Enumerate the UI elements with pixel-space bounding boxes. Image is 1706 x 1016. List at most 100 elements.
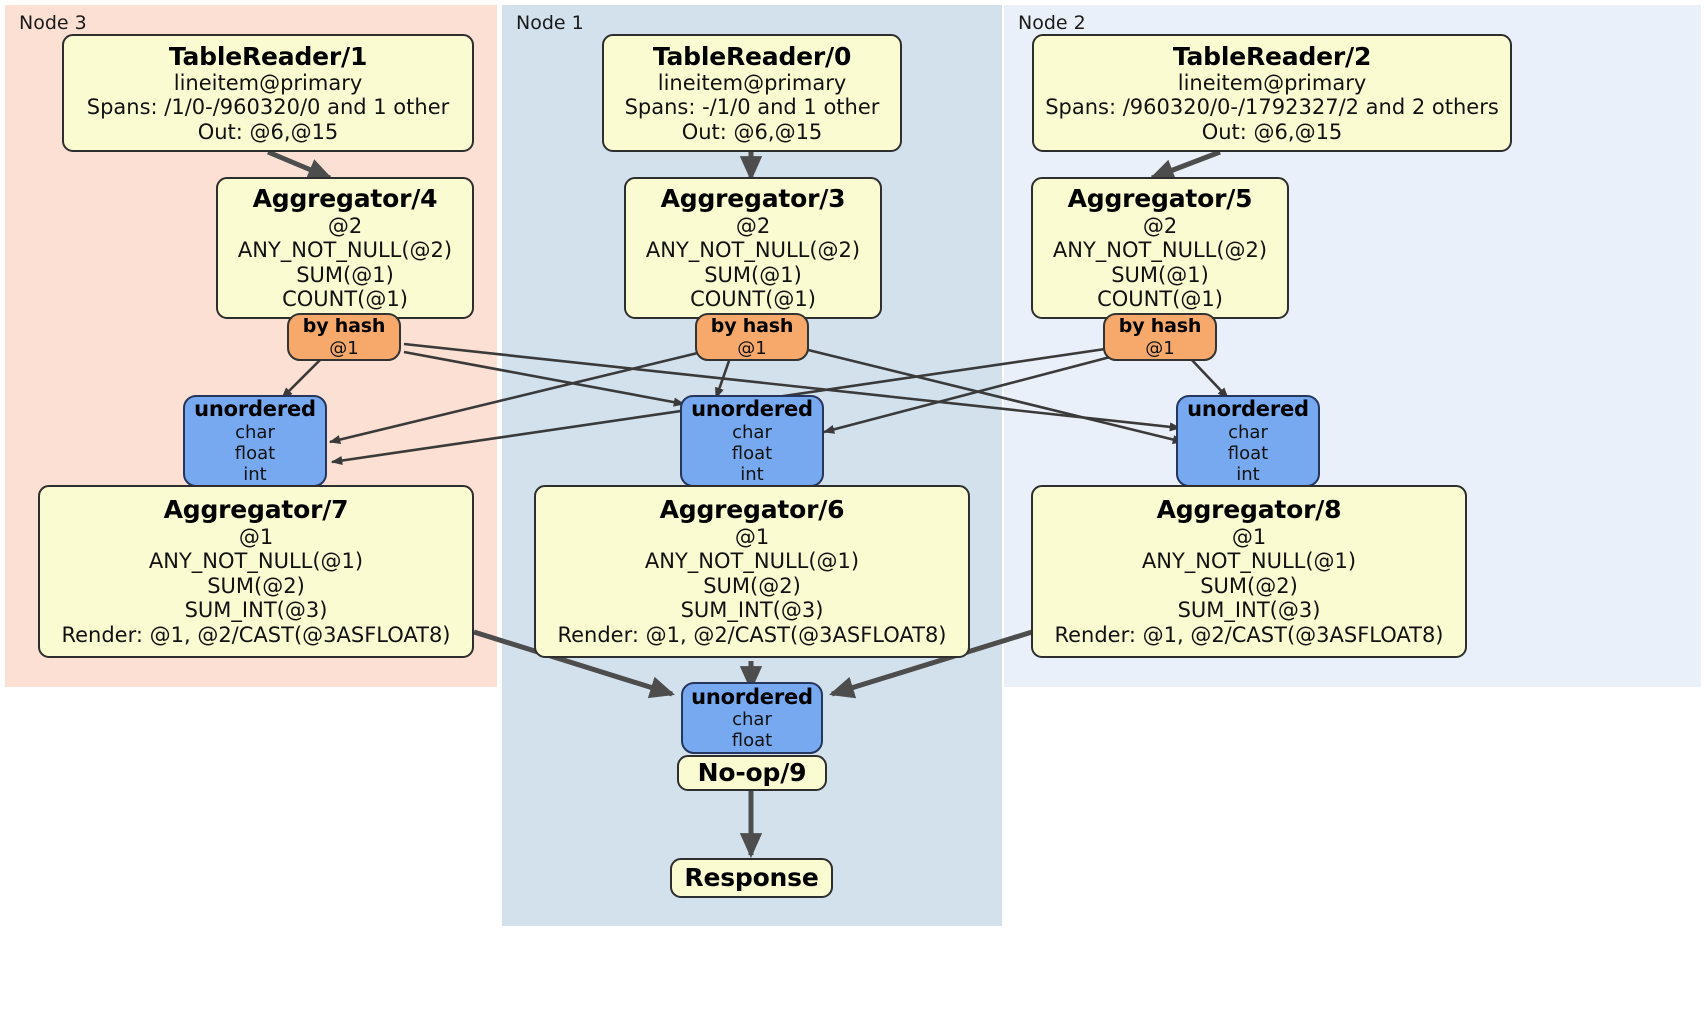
sync-detail-line: float bbox=[1227, 442, 1269, 464]
sync-unordered-right[interactable]: unordered char float int bbox=[1176, 395, 1320, 487]
edge-hashmiddle-to-syncmiddle bbox=[714, 357, 732, 400]
edge-agg8-to-syncfinal bbox=[829, 629, 1033, 699]
edge-tr1-to-agg4 bbox=[267, 149, 333, 181]
edge-hashleft-to-syncmiddle bbox=[403, 350, 686, 407]
sync-detail-line: int bbox=[1236, 463, 1260, 485]
processor-detail-line: lineitem@primary bbox=[1177, 70, 1367, 95]
processor-detail-line: lineitem@primary bbox=[173, 70, 363, 95]
processor-title: Aggregator/5 bbox=[1067, 184, 1253, 214]
processor-title: Aggregator/6 bbox=[659, 495, 845, 525]
sync-detail-line: char bbox=[732, 421, 772, 443]
processor-title: Aggregator/3 bbox=[660, 184, 846, 214]
processor-detail-line: SUM(@2) bbox=[703, 573, 801, 598]
processor-table-reader-0[interactable]: TableReader/0 lineitem@primary Spans: -/… bbox=[602, 34, 902, 152]
processor-detail-line: Spans: -/1/0 and 1 other bbox=[624, 95, 880, 120]
processor-response[interactable]: Response bbox=[670, 858, 833, 898]
processor-detail-line: SUM(@2) bbox=[1200, 573, 1298, 598]
router-detail-line: @1 bbox=[737, 337, 767, 359]
processor-aggregator-8[interactable]: Aggregator/8 @1 ANY_NOT_NULL(@1) SUM(@2)… bbox=[1031, 485, 1467, 658]
router-hash-middle[interactable]: by hash @1 bbox=[695, 313, 809, 361]
processor-table-reader-2[interactable]: TableReader/2 lineitem@primary Spans: /9… bbox=[1032, 34, 1512, 152]
node-panel-label-node2: Node 2 bbox=[1018, 12, 1086, 34]
processor-detail-line: ANY_NOT_NULL(@1) bbox=[644, 549, 860, 574]
processor-noop-9[interactable]: No-op/9 bbox=[677, 755, 827, 791]
processor-render-line: Render: @1, @2/CAST(@3ASFLOAT8) bbox=[557, 622, 947, 647]
sync-detail-line: char bbox=[1228, 421, 1268, 443]
processor-title: No-op/9 bbox=[697, 758, 807, 788]
processor-title: Aggregator/7 bbox=[163, 495, 349, 525]
edge-hashmiddle-to-syncright bbox=[799, 346, 1185, 444]
processor-detail-line: SUM(@1) bbox=[704, 262, 802, 287]
processor-detail-line: ANY_NOT_NULL(@2) bbox=[645, 238, 861, 263]
processor-detail-line: lineitem@primary bbox=[657, 70, 847, 95]
processor-detail-line: @1 bbox=[734, 524, 770, 549]
processor-aggregator-7[interactable]: Aggregator/7 @1 ANY_NOT_NULL(@1) SUM(@2)… bbox=[38, 485, 474, 658]
sync-detail-line: char bbox=[732, 709, 772, 731]
sync-title: unordered bbox=[1187, 397, 1309, 422]
sync-title: unordered bbox=[691, 684, 813, 709]
router-detail-line: @1 bbox=[1145, 337, 1175, 359]
sync-detail-line: float bbox=[731, 730, 773, 752]
sync-unordered-middle[interactable]: unordered char float int bbox=[680, 395, 824, 487]
router-hash-right[interactable]: by hash @1 bbox=[1103, 313, 1217, 361]
sync-unordered-left[interactable]: unordered char float int bbox=[183, 395, 327, 487]
processor-render-line: Render: @1, @2/CAST(@3ASFLOAT8) bbox=[61, 622, 451, 647]
router-title: by hash bbox=[302, 315, 386, 338]
router-detail-line: @1 bbox=[329, 337, 359, 359]
processor-detail-line: @1 bbox=[238, 524, 274, 549]
edge-agg7-to-syncfinal bbox=[473, 629, 675, 699]
sync-title: unordered bbox=[691, 397, 813, 422]
edge-hashright-to-syncmiddle bbox=[822, 354, 1115, 434]
sync-detail-line: char bbox=[235, 421, 275, 443]
processor-detail-line: SUM(@1) bbox=[1111, 262, 1209, 287]
processor-detail-line: SUM_INT(@3) bbox=[680, 598, 824, 623]
processor-title: Response bbox=[684, 863, 819, 893]
processor-detail-line: SUM_INT(@3) bbox=[184, 598, 328, 623]
node-panel-label-node1: Node 1 bbox=[516, 12, 584, 34]
processor-title: TableReader/1 bbox=[168, 41, 368, 71]
processor-detail-line: Out: @6,@15 bbox=[681, 119, 823, 144]
processor-detail-line: @2 bbox=[735, 213, 771, 238]
processor-detail-line: COUNT(@1) bbox=[282, 287, 408, 312]
edge-hashleft-to-syncleft bbox=[281, 357, 323, 399]
processor-title: Aggregator/8 bbox=[1156, 495, 1342, 525]
processor-title: TableReader/2 bbox=[1172, 41, 1372, 71]
sync-unordered-final[interactable]: unordered char float bbox=[681, 682, 823, 754]
processor-detail-line: @2 bbox=[327, 213, 363, 238]
processor-detail-line: @2 bbox=[1142, 213, 1178, 238]
processor-detail-line: SUM(@1) bbox=[296, 262, 394, 287]
sync-detail-line: float bbox=[731, 442, 773, 464]
edge-hashmiddle-to-syncleft bbox=[328, 348, 711, 444]
processor-detail-line: ANY_NOT_NULL(@2) bbox=[1052, 238, 1268, 263]
sync-title: unordered bbox=[194, 397, 316, 422]
router-title: by hash bbox=[1118, 315, 1202, 338]
processor-detail-line: @1 bbox=[1231, 524, 1267, 549]
edge-tr2-to-agg5 bbox=[1149, 149, 1221, 181]
sync-detail-line: float bbox=[234, 442, 276, 464]
node-panel-label-node3: Node 3 bbox=[19, 12, 87, 34]
processor-aggregator-6[interactable]: Aggregator/6 @1 ANY_NOT_NULL(@1) SUM(@2)… bbox=[534, 485, 970, 658]
processor-detail-line: COUNT(@1) bbox=[690, 287, 816, 312]
processor-detail-line: Spans: /1/0-/960320/0 and 1 other bbox=[86, 95, 450, 120]
processor-detail-line: Spans: /960320/0-/1792327/2 and 2 others bbox=[1045, 95, 1499, 120]
processor-aggregator-5[interactable]: Aggregator/5 @2 ANY_NOT_NULL(@2) SUM(@1)… bbox=[1031, 177, 1289, 319]
processor-title: TableReader/0 bbox=[652, 41, 852, 71]
processor-detail-line: COUNT(@1) bbox=[1097, 287, 1223, 312]
processor-detail-line: ANY_NOT_NULL(@1) bbox=[1141, 549, 1357, 574]
processor-detail-line: SUM(@2) bbox=[207, 573, 305, 598]
edge-hashright-to-syncright bbox=[1189, 357, 1229, 399]
processor-detail-line: ANY_NOT_NULL(@2) bbox=[237, 238, 453, 263]
processor-title: Aggregator/4 bbox=[252, 184, 438, 214]
processor-detail-line: Out: @6,@15 bbox=[197, 119, 339, 144]
processor-detail-line: Out: @6,@15 bbox=[1201, 119, 1343, 144]
processor-table-reader-1[interactable]: TableReader/1 lineitem@primary Spans: /1… bbox=[62, 34, 474, 152]
processor-aggregator-4[interactable]: Aggregator/4 @2 ANY_NOT_NULL(@2) SUM(@1)… bbox=[216, 177, 474, 319]
router-hash-left[interactable]: by hash @1 bbox=[287, 313, 401, 361]
processor-aggregator-3[interactable]: Aggregator/3 @2 ANY_NOT_NULL(@2) SUM(@1)… bbox=[624, 177, 882, 319]
sync-detail-line: int bbox=[740, 463, 764, 485]
router-title: by hash bbox=[710, 315, 794, 338]
processor-render-line: Render: @1, @2/CAST(@3ASFLOAT8) bbox=[1054, 622, 1444, 647]
processor-detail-line: ANY_NOT_NULL(@1) bbox=[148, 549, 364, 574]
edge-hashleft-to-syncright bbox=[403, 342, 1182, 432]
